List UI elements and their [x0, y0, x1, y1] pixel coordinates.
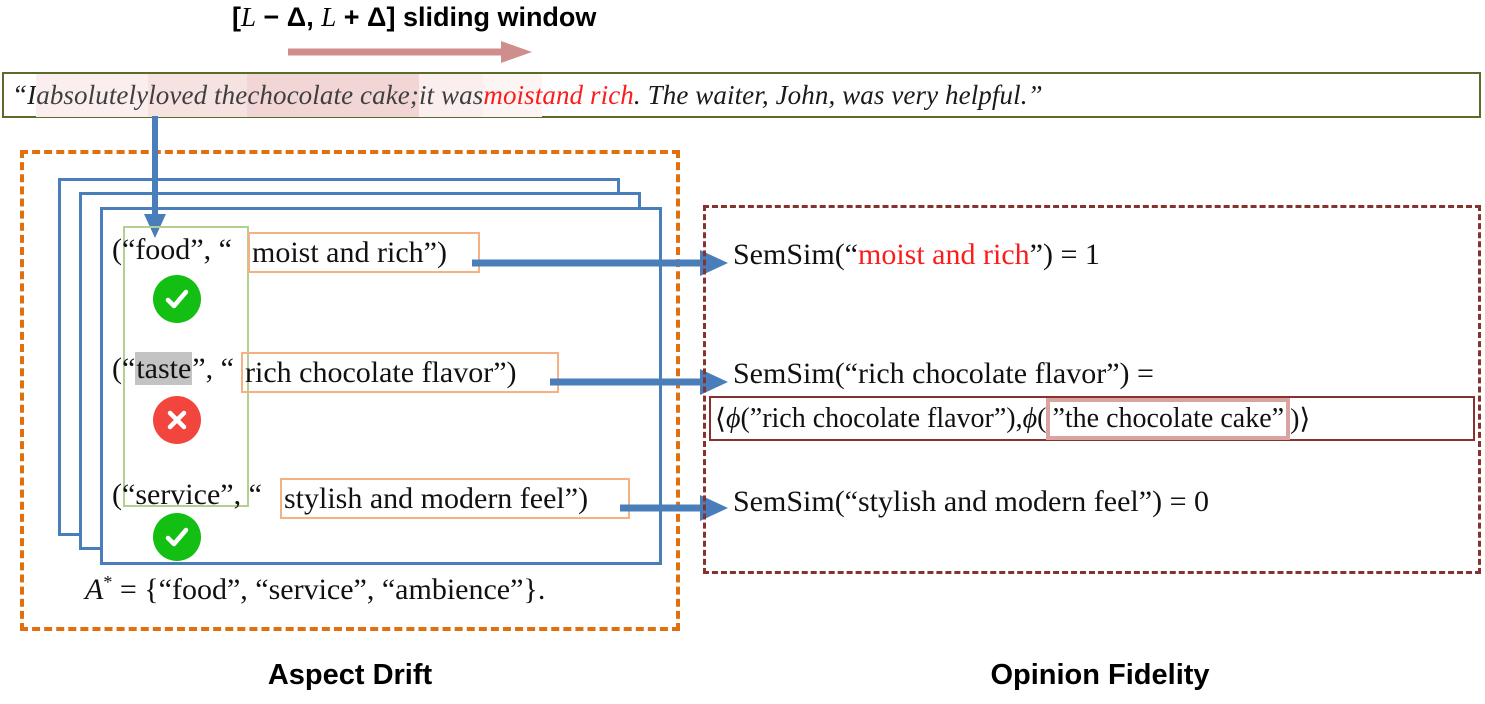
- tuple-separator-service: ”, “: [220, 478, 262, 511]
- formula-arg-1: (”rich chocolate flavor”),: [740, 402, 1023, 434]
- opinion-box-taste: rich chocolate flavor”): [241, 352, 559, 393]
- check-circle-icon: [153, 275, 201, 323]
- window-title-label: sliding window: [402, 2, 597, 32]
- cross-circle-icon: [153, 396, 201, 444]
- formula-open-paren: (: [1037, 402, 1047, 434]
- tuple-separator-food: ”, “: [190, 233, 232, 266]
- opinion-box-food: moist and rich”): [248, 232, 480, 273]
- connector-arrow-taste: [550, 367, 728, 397]
- sentence-seg-0: “I: [12, 79, 37, 110]
- aspect-drift-caption: Aspect Drift: [267, 659, 433, 691]
- formula-close: )⟩: [1290, 403, 1311, 435]
- tuple-open-paren-taste: (“: [112, 352, 136, 385]
- tuple-open-paren-service: (“: [112, 478, 136, 511]
- tuple-row-food: (“food”, “: [112, 233, 232, 267]
- review-sentence-text: “I absolutely loved the chocolate cake; …: [4, 73, 1479, 117]
- semsim-prefix-1: SemSim(“: [733, 238, 858, 271]
- semsim-suffix-1: ”) = 1: [1029, 238, 1100, 271]
- window-title-var-1: L: [241, 2, 257, 32]
- semsim-suffix-2: ”) =: [1106, 357, 1154, 390]
- semsim-line-2: SemSim(“rich chocolate flavor”) =: [733, 357, 1154, 391]
- window-title-var-2: L: [321, 2, 337, 32]
- window-title-plus: + Δ: [336, 2, 387, 32]
- tuple-row-service: (“service”, “: [112, 478, 262, 512]
- semsim-prefix-2: SemSim(“: [733, 357, 858, 390]
- tuple-open-paren-food: (“: [112, 233, 136, 266]
- opinion-fidelity-caption: Opinion Fidelity: [990, 659, 1210, 691]
- aspect-term-taste: taste: [135, 352, 193, 385]
- aspect-set-close: }.: [523, 573, 546, 606]
- semsim-suffix-3: ”) = 0: [1138, 485, 1210, 518]
- connector-arrow-food: [472, 248, 728, 278]
- window-title-minus: − Δ,: [256, 2, 322, 32]
- check-circle-icon: [153, 513, 201, 561]
- aspect-set-line: A* = {“food”, “service”, “ambience”}.: [85, 572, 545, 607]
- semsim-term-3: stylish and modern feel: [858, 485, 1139, 518]
- window-title-text: [: [232, 2, 241, 32]
- formula-phi-1: ϕ: [725, 402, 741, 434]
- aspect-set-equals: = {: [112, 573, 159, 606]
- tuple-separator-taste: ”, “: [192, 352, 234, 385]
- semsim-term-2: rich chocolate flavor: [858, 357, 1107, 390]
- connector-arrow-service: [620, 493, 728, 523]
- formula-phi-2: ϕ: [1022, 402, 1038, 434]
- page-title: [L − Δ, L + Δ] sliding window: [232, 2, 682, 36]
- aspect-set-symbol: A: [85, 573, 104, 606]
- aspect-set-items: “food”, “service”, “ambience”: [158, 573, 524, 606]
- sentence-to-tuple-arrow-icon: [140, 116, 170, 238]
- sentence-seg-6-opinion: and rich: [542, 79, 634, 110]
- opinion-fidelity-panel: [703, 205, 1481, 574]
- semsim-line-1: SemSim(“moist and rich”) = 1: [733, 238, 1100, 272]
- opinion-term-service: stylish and modern feel”): [284, 481, 589, 515]
- sentence-seg-7: . The waiter, John, was very helpful.”: [633, 79, 1043, 110]
- sliding-window-arrow-icon: [288, 41, 532, 63]
- sentence-seg-5-opinion: moist: [483, 73, 543, 117]
- aspect-term-service: service: [135, 478, 221, 511]
- formula-open-bracket: ⟨: [715, 403, 726, 435]
- review-sentence-box: “I absolutely loved the chocolate cake; …: [2, 72, 1481, 118]
- sentence-seg-3: chocolate cake;: [247, 73, 419, 117]
- opinion-term-food: moist and rich”): [252, 235, 447, 269]
- aspect-drift-panel: [20, 150, 680, 631]
- aspect-group-box: [123, 226, 249, 507]
- sentence-seg-2: loved the: [148, 73, 248, 117]
- semsim-prefix-3: SemSim(“: [733, 485, 858, 518]
- semsim-line-3: SemSim(“stylish and modern feel”) = 0: [733, 485, 1209, 519]
- semsim-term-1: moist and rich: [858, 238, 1030, 271]
- aspect-set-superscript: *: [103, 572, 113, 592]
- semsim-formula-box: ⟨ϕ(”rich chocolate flavor”), ϕ(”the choc…: [709, 396, 1475, 441]
- formula-highlighted-arg-box: ”the chocolate cake”: [1046, 397, 1291, 440]
- opinion-term-taste: rich chocolate flavor”): [245, 355, 517, 389]
- tuple-row-taste: (“taste”, “: [112, 352, 234, 386]
- sentence-seg-4: it was: [418, 73, 484, 117]
- aspect-term-food: food: [135, 233, 191, 266]
- sentence-seg-1: absolutely: [36, 73, 149, 117]
- opinion-box-service: stylish and modern feel”): [280, 478, 630, 519]
- window-title-suffix: ]: [386, 2, 403, 32]
